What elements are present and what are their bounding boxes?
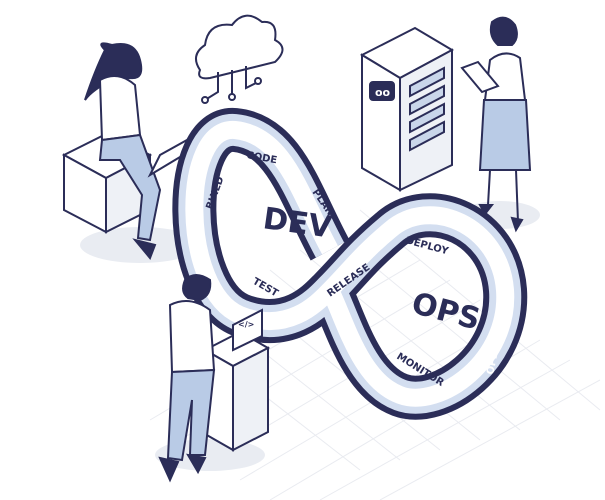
server-rack — [359, 26, 455, 192]
label-code: CODE — [245, 150, 278, 166]
laptop-screen-code-icon: </> — [238, 320, 254, 329]
label-ops: OPS — [408, 286, 484, 338]
woman-sitting-with-laptop — [61, 42, 208, 263]
server-badge: oo — [375, 86, 391, 99]
infinity-loop — [172, 108, 528, 420]
cloud-icon — [195, 14, 284, 104]
woman-standing-with-tablet — [460, 16, 540, 233]
label-test: TEST — [251, 276, 281, 299]
man-at-standing-desk — [155, 274, 271, 483]
